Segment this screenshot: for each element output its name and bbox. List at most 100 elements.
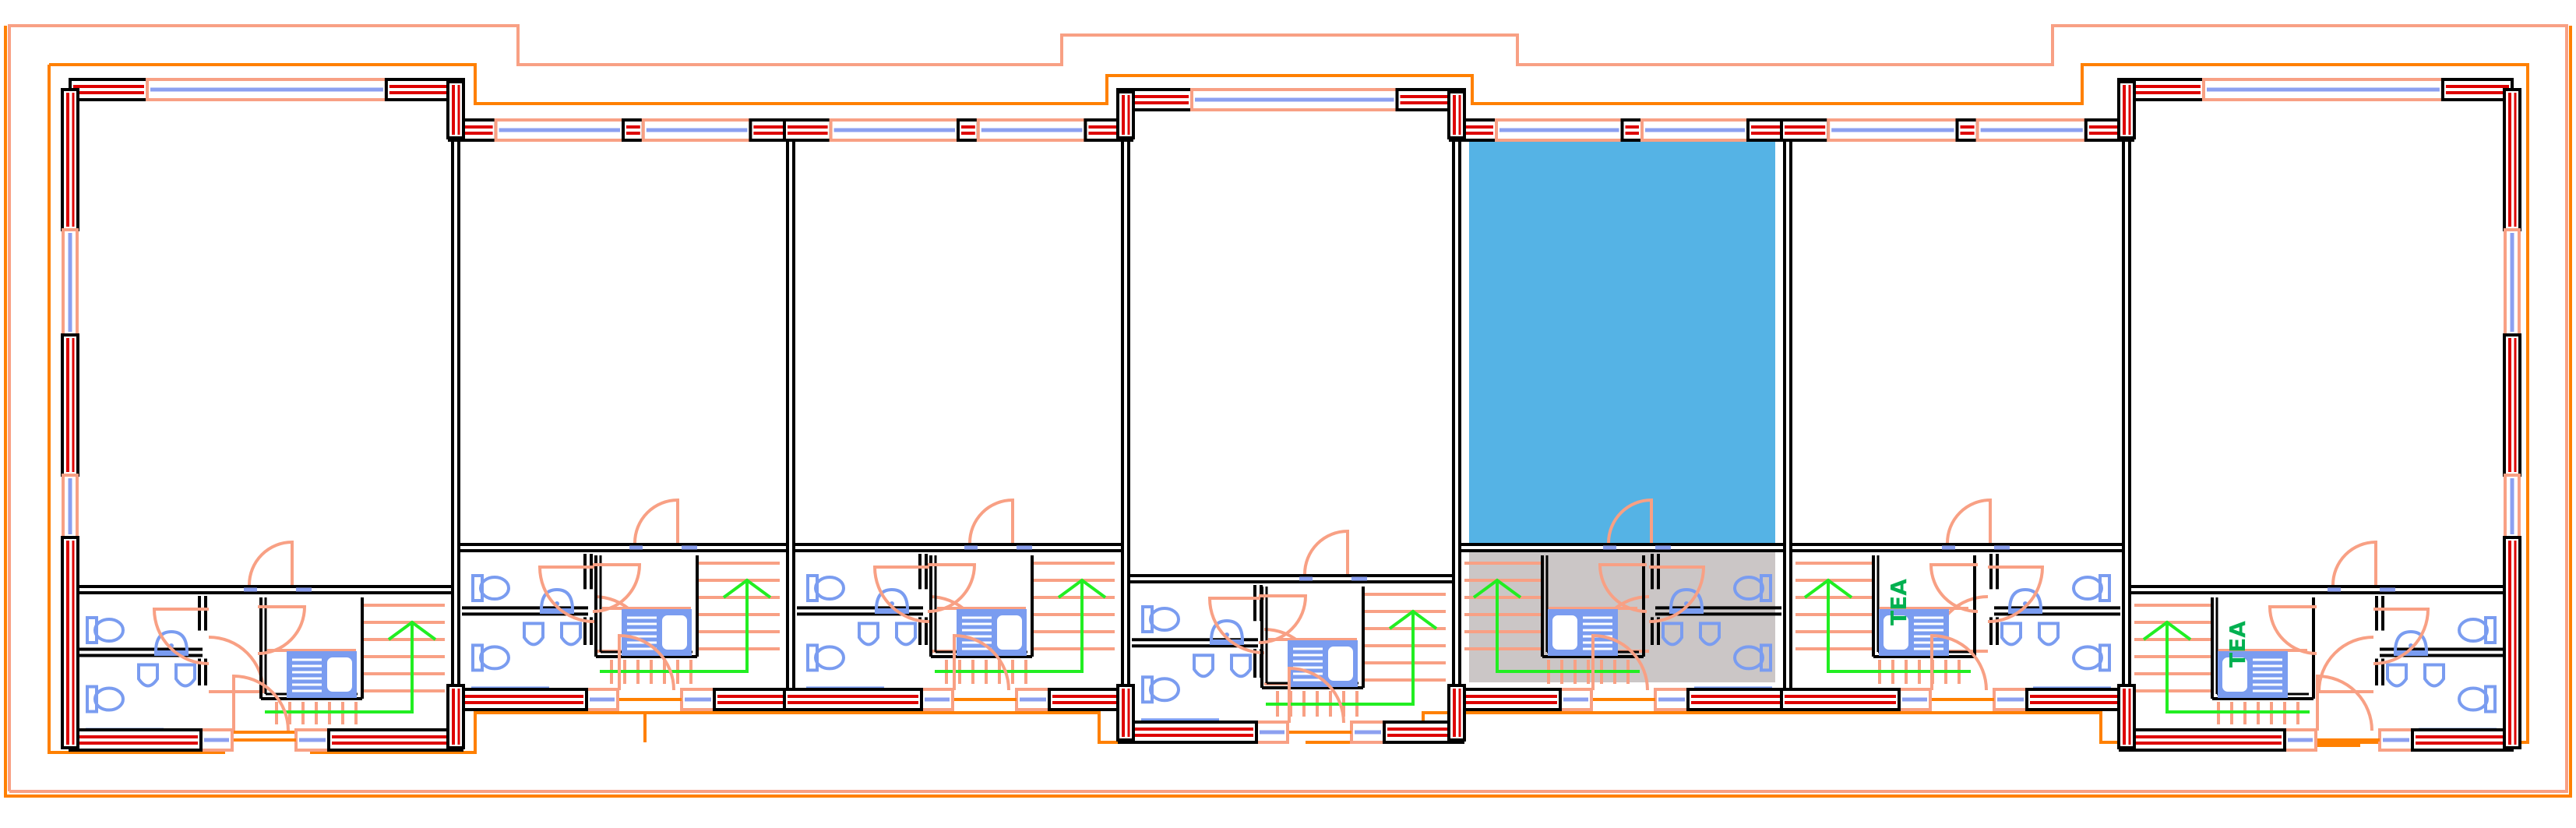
basin-edge <box>2008 610 2042 614</box>
basin-edge <box>154 652 189 656</box>
bowl <box>1149 607 1180 632</box>
external-wall <box>783 118 833 142</box>
external-wall <box>957 118 980 142</box>
external-wall <box>622 118 645 142</box>
unit-1 <box>69 78 465 752</box>
sink-icon <box>957 609 1027 656</box>
door-swing <box>208 636 266 693</box>
external-wall <box>61 333 79 477</box>
units-layer <box>61 78 2521 752</box>
sink-bowl <box>996 614 1024 651</box>
bowl <box>479 645 510 671</box>
bowl <box>1733 576 1764 601</box>
urinal-icon <box>2000 622 2022 647</box>
stair-arrow <box>2142 620 2310 713</box>
basin-edge <box>875 610 909 614</box>
toilet-icon <box>1141 605 1180 633</box>
external-wall <box>2503 536 2521 749</box>
bowl <box>1149 677 1180 703</box>
external-wall <box>1780 688 1901 711</box>
door-swing <box>537 566 595 623</box>
arrow-line <box>935 580 1084 673</box>
door-swing <box>248 540 294 586</box>
door-swing <box>1303 529 1349 575</box>
sink-bowl <box>1327 645 1355 682</box>
basin-bowl <box>1669 587 1704 611</box>
door-swing <box>2331 540 2377 586</box>
arrow-line <box>600 580 749 673</box>
toilet-icon <box>2072 643 2111 672</box>
basin-bowl <box>1209 618 1245 643</box>
toilet-icon <box>86 616 125 644</box>
bowl <box>814 645 845 671</box>
stair-arrow <box>265 620 437 713</box>
external-wall <box>2117 80 2136 139</box>
gable-walls <box>61 88 2521 749</box>
urinal-icon <box>895 622 917 647</box>
external-wall <box>448 688 588 711</box>
external-wall <box>61 88 79 231</box>
arrow-head <box>1388 609 1438 630</box>
door-swing <box>592 563 642 613</box>
door-swing <box>633 498 679 544</box>
urinal-icon <box>174 663 196 688</box>
external-wall <box>2025 688 2134 711</box>
bowl <box>2072 645 2103 671</box>
door-swing <box>2317 636 2374 693</box>
door-swing <box>152 608 210 665</box>
sink-bowl <box>326 656 354 693</box>
arrow-head <box>1803 578 1853 599</box>
external-wall <box>1116 684 1135 742</box>
door-swing <box>953 633 1010 691</box>
toilet-icon <box>2072 574 2111 602</box>
bowl <box>93 618 125 643</box>
basin-bowl <box>874 587 910 611</box>
external-wall <box>1780 118 1831 142</box>
door-swing <box>1591 633 1649 691</box>
door-swing <box>618 633 675 691</box>
external-wall <box>1620 118 1644 142</box>
urinal-icon <box>1699 622 1721 647</box>
sink-icon <box>2218 651 2288 698</box>
external-wall <box>1955 118 1979 142</box>
door-swing <box>1930 633 1988 691</box>
door-swing <box>1987 566 2045 623</box>
boundary-outer-line <box>4 26 2572 798</box>
basin-bowl <box>2007 587 2043 611</box>
unit-5 <box>1449 118 1795 711</box>
urinal-icon <box>1662 622 1683 647</box>
stair-arrow <box>935 578 1107 673</box>
urinal-icon <box>858 622 879 647</box>
basin-bowl <box>153 629 189 654</box>
staircase <box>2134 604 2299 724</box>
door-swing <box>257 605 307 655</box>
arrow-line <box>265 622 414 713</box>
toilet-icon <box>806 643 845 672</box>
arrow-head <box>387 620 437 641</box>
external-wall <box>69 78 149 101</box>
rear-step-walls <box>446 80 2136 749</box>
external-wall <box>69 728 203 752</box>
unit-2 <box>448 118 799 711</box>
stair-arrow <box>600 578 772 673</box>
external-wall <box>446 80 465 139</box>
door-swing <box>927 563 977 613</box>
highlighted-core <box>1469 552 1775 682</box>
door-swing <box>1929 563 1979 613</box>
stair-arrow <box>1803 578 1971 673</box>
bowl <box>479 576 510 601</box>
external-wall <box>2119 728 2286 752</box>
basin-edge <box>540 610 574 614</box>
arrow-head <box>1472 578 1522 599</box>
basin-edge <box>1669 610 1704 614</box>
kitchen-label: TEA <box>1886 579 1912 625</box>
unit-4 <box>1116 88 1466 744</box>
bowl <box>2458 618 2489 643</box>
door-swing <box>872 566 930 623</box>
basin-edge <box>2394 652 2428 656</box>
bowl <box>93 686 125 712</box>
toilet-icon <box>2458 616 2497 644</box>
basin-bowl <box>539 587 575 611</box>
